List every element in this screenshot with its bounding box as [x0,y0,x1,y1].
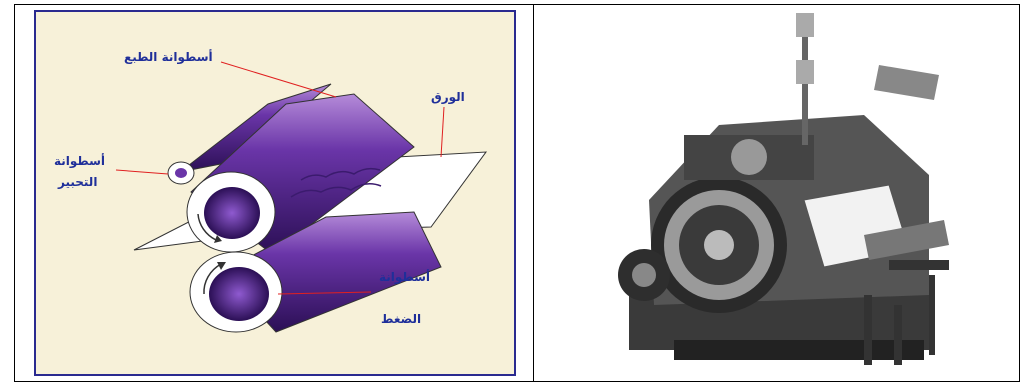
label-pressure-cylinder-2: الضغط [381,312,421,326]
label-print-cylinder: أسطوانة الطبع [124,50,213,64]
label-ink-cylinder-1: أسطوانة [54,154,105,168]
cylinders-illustration [36,12,514,374]
paper-leader [441,107,444,157]
label-ink-cylinder-2: التحبير [58,175,97,189]
ink-cylinder-leader [116,170,168,174]
printing-cylinders-diagram: أسطوانة الطبع الورق أسطوانة التحبير أسطو… [34,10,516,376]
label-pressure-cylinder-1: أسطوانة [379,270,430,284]
printing-press-photo [534,5,1019,381]
print-cylinder-leader [221,62,336,97]
printing-press-illustration [534,5,1019,381]
label-paper: الورق [431,90,465,104]
